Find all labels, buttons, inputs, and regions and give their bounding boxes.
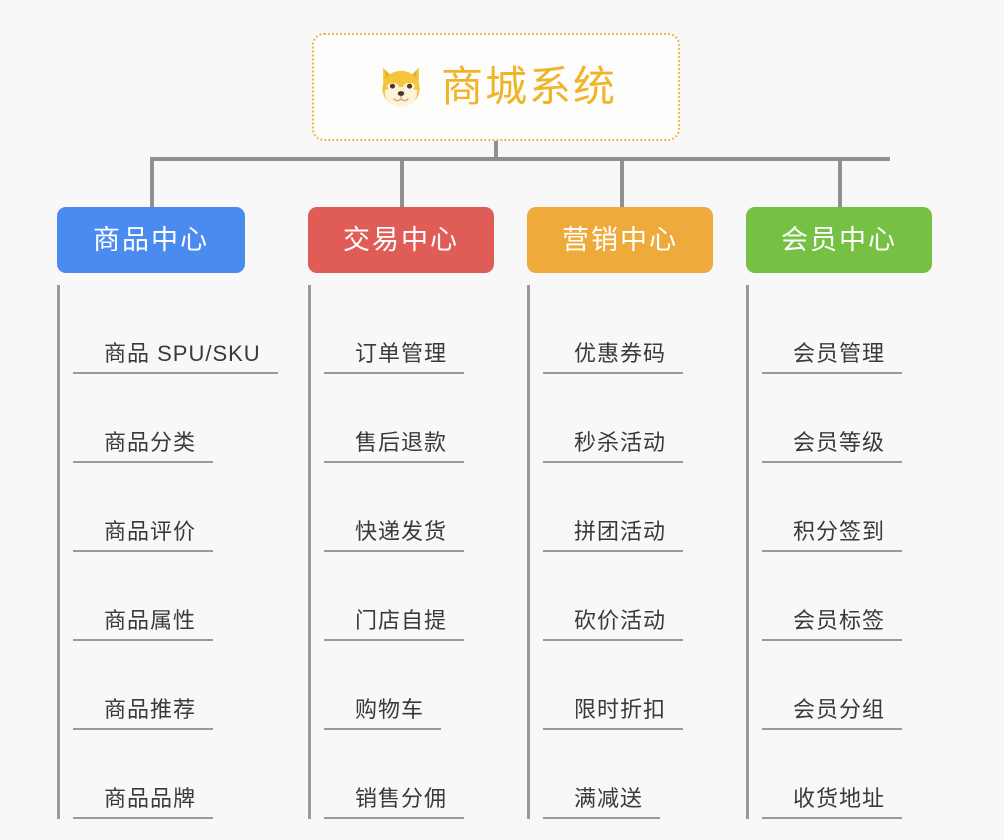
branch-column-1: 商品中心 商品 SPU/SKU 商品分类 商品评价 商品属性 商品推荐 商品品牌: [57, 207, 278, 819]
branch-column-3: 营销中心 优惠券码 秒杀活动 拼团活动 砍价活动 限时折扣 满减送: [527, 207, 713, 819]
branch-body-1: 商品 SPU/SKU 商品分类 商品评价 商品属性 商品推荐 商品品牌: [57, 285, 278, 819]
branch-header-4[interactable]: 会员中心: [746, 207, 932, 273]
leaf-label: 会员管理: [793, 340, 886, 366]
leaf-underline: [543, 817, 660, 819]
leaf-item[interactable]: 商品品牌: [73, 730, 245, 819]
leaf-underline: [543, 372, 683, 374]
leaf-label: 快递发货: [355, 518, 448, 544]
branch-column-4: 会员中心 会员管理 会员等级 积分签到 会员标签 会员分组 收货地址: [746, 207, 932, 819]
leaf-underline: [762, 639, 902, 641]
leaf-item[interactable]: 限时折扣: [543, 641, 713, 730]
leaf-underline: [762, 817, 902, 819]
leaf-item[interactable]: 满减送: [543, 730, 713, 819]
leaf-label: 商品推荐: [104, 696, 197, 722]
leaf-underline: [543, 461, 683, 463]
leaf-label: 会员分组: [793, 696, 886, 722]
leaf-item[interactable]: 商品分类: [73, 374, 245, 463]
branch-body-3: 优惠券码 秒杀活动 拼团活动 砍价活动 限时折扣 满减送: [527, 285, 713, 819]
leaf-item[interactable]: 优惠券码: [543, 285, 713, 374]
leaf-item[interactable]: 快递发货: [324, 463, 494, 552]
connector-drop-4: [838, 157, 842, 209]
branch-header-2-label: 交易中心: [343, 224, 459, 255]
leaf-underline: [73, 728, 213, 730]
leaf-item[interactable]: 会员管理: [762, 285, 932, 374]
leaf-underline: [73, 372, 278, 374]
leaf-underline: [762, 461, 902, 463]
leaf-underline: [324, 728, 441, 730]
root-title: 商城系统: [440, 63, 617, 110]
leaf-item[interactable]: 会员分组: [762, 641, 932, 730]
leaf-item[interactable]: 订单管理: [324, 285, 494, 374]
branch-header-1[interactable]: 商品中心: [57, 207, 245, 273]
shiba-dog-face-icon: [375, 61, 427, 113]
branch-header-4-label: 会员中心: [781, 224, 897, 255]
branch-header-3-label: 营销中心: [562, 224, 678, 255]
leaf-item[interactable]: 商品 SPU/SKU: [73, 285, 278, 374]
leaf-item[interactable]: 秒杀活动: [543, 374, 713, 463]
leaf-label: 订单管理: [355, 340, 448, 366]
leaf-label: 积分签到: [793, 518, 886, 544]
leaf-label: 会员等级: [793, 429, 886, 455]
branch-header-1-label: 商品中心: [93, 224, 209, 255]
leaf-label: 满减送: [574, 785, 644, 811]
leaf-item[interactable]: 销售分佣: [324, 730, 494, 819]
leaf-label: 售后退款: [355, 429, 448, 455]
branch-body-4: 会员管理 会员等级 积分签到 会员标签 会员分组 收货地址: [746, 285, 932, 819]
leaf-item[interactable]: 门店自提: [324, 552, 494, 641]
root-node[interactable]: 商城系统: [312, 33, 680, 141]
connector-drop-1: [150, 157, 154, 209]
leaf-item[interactable]: 砍价活动: [543, 552, 713, 641]
leaf-underline: [73, 817, 213, 819]
leaf-label: 商品评价: [104, 518, 197, 544]
leaf-item[interactable]: 会员等级: [762, 374, 932, 463]
leaf-underline: [324, 639, 464, 641]
leaf-underline: [543, 639, 683, 641]
leaf-underline: [762, 728, 902, 730]
connector-horizontal-bus: [150, 157, 890, 161]
leaf-underline: [73, 461, 213, 463]
leaf-item[interactable]: 收货地址: [762, 730, 932, 819]
leaf-underline: [324, 372, 464, 374]
branch-header-2[interactable]: 交易中心: [308, 207, 494, 273]
leaf-underline: [543, 728, 683, 730]
leaf-label: 商品属性: [104, 607, 197, 633]
leaf-item[interactable]: 拼团活动: [543, 463, 713, 552]
leaf-label: 商品品牌: [104, 785, 197, 811]
leaf-item[interactable]: 积分签到: [762, 463, 932, 552]
leaf-item[interactable]: 商品属性: [73, 552, 245, 641]
leaf-label: 限时折扣: [574, 696, 667, 722]
leaf-label: 会员标签: [793, 607, 886, 633]
leaf-item[interactable]: 售后退款: [324, 374, 494, 463]
leaf-label: 门店自提: [355, 607, 448, 633]
connector-root-stem: [494, 141, 498, 160]
leaf-label: 销售分佣: [355, 785, 448, 811]
branch-body-2: 订单管理 售后退款 快递发货 门店自提 购物车 销售分佣: [308, 285, 494, 819]
leaf-label: 收货地址: [793, 785, 886, 811]
leaf-label: 购物车: [355, 696, 425, 722]
branch-column-2: 交易中心 订单管理 售后退款 快递发货 门店自提 购物车 销售分佣: [308, 207, 494, 819]
leaf-label: 拼团活动: [574, 518, 667, 544]
leaf-underline: [543, 550, 683, 552]
leaf-underline: [324, 817, 464, 819]
leaf-underline: [324, 550, 464, 552]
leaf-label: 优惠券码: [574, 340, 667, 366]
leaf-underline: [762, 550, 902, 552]
leaf-item[interactable]: 会员标签: [762, 552, 932, 641]
leaf-underline: [73, 639, 213, 641]
connector-drop-2: [400, 157, 404, 209]
leaf-item[interactable]: 商品推荐: [73, 641, 245, 730]
leaf-underline: [324, 461, 464, 463]
leaf-label: 商品 SPU/SKU: [104, 340, 261, 366]
connector-drop-3: [620, 157, 624, 209]
leaf-item[interactable]: 商品评价: [73, 463, 245, 552]
branch-header-3[interactable]: 营销中心: [527, 207, 713, 273]
leaf-label: 砍价活动: [574, 607, 667, 633]
leaf-underline: [73, 550, 213, 552]
leaf-label: 商品分类: [104, 429, 197, 455]
leaf-item[interactable]: 购物车: [324, 641, 494, 730]
leaf-underline: [762, 372, 902, 374]
leaf-label: 秒杀活动: [574, 429, 667, 455]
